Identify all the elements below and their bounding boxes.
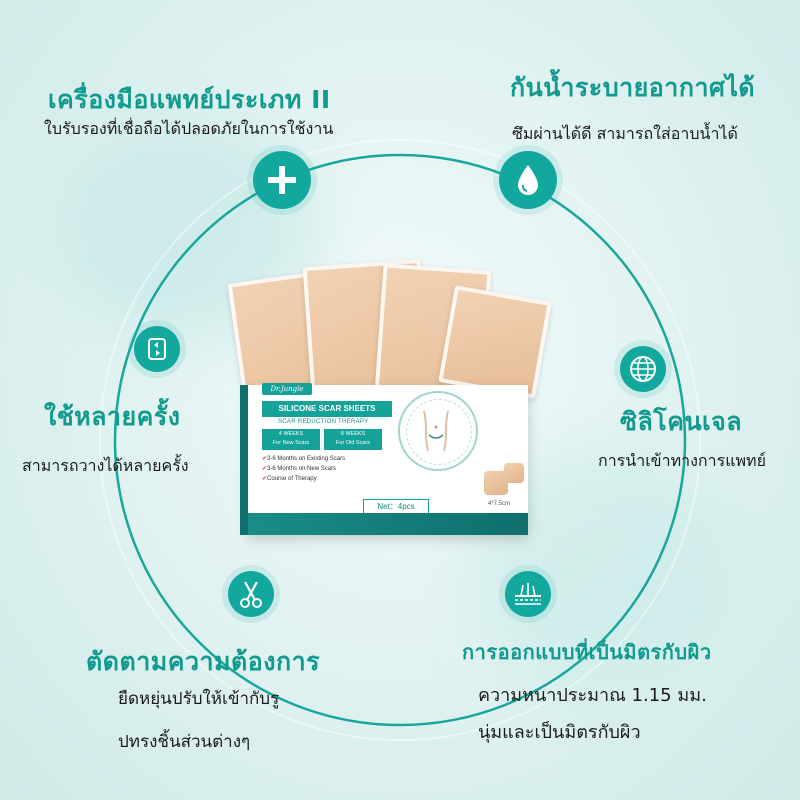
box-side [240,385,248,535]
product-subtitle: SCAR REDUCTION THERAPY [278,419,369,425]
feature-desc-skin-friendly-line1: ความหนาประมาณ 1.15 มม. [478,685,707,706]
feature-title-silicone-gel: ซิลิโคนเจล [620,407,743,436]
feature-desc-skin-friendly-line2: นุ่มและเป็นมิตรกับผิว [478,722,641,743]
week-old-label: 8 WEEKS [340,431,366,437]
reuse-icon [134,326,180,372]
body-silhouette-icon [423,410,449,452]
badge-inner-ring [406,399,472,465]
feature-desc-medical-device: ใบรับรองที่เชื่อถือได้ปลอดภัยในการใช้งาน [44,119,334,138]
scissors-icon [228,571,274,617]
sheet-size: 4*7.5cm [488,501,511,507]
net-count: Net：4pcs [363,499,429,514]
feature-title-reusable: ใช้หลายครั้ง [44,402,181,431]
product-image: Dr.Jungle SILICONE SCAR SHEETS SCAR REDU… [227,245,558,535]
feature-title-medical-device: เครื่องมือแพทย์ประเภท II [48,85,331,114]
body-diagram-badge [398,391,478,471]
feature-desc-cut-to-fit-line1: ยืดหยุ่นปรับให้เข้ากับรู [118,689,280,709]
product-bullet: 3-6 Months on Existing Scars [262,455,345,462]
feature-title-skin-friendly: การออกแบบที่เป็นมิตรกับผิว [462,640,712,664]
product-bullet: Course of Therapy [262,475,317,482]
product-box: Dr.Jungle SILICONE SCAR SHEETS SCAR REDU… [240,383,528,535]
feature-desc-waterproof: ซึมผ่านได้ดี สามารถใส่อาบน้ำได้ [512,124,738,143]
feature-desc-silicone-gel: การนำเข้าทางการแพทย์ [598,451,766,470]
mini-patch [504,463,524,483]
feature-title-waterproof: กันน้ำระบายอากาศได้ [510,73,756,102]
week-new-sub: For New Scars [272,440,310,446]
week-badge-new: 4 WEEKS For New Scars [262,429,320,450]
box-band [248,513,528,535]
water-drop-icon [499,151,557,209]
feature-desc-reusable: สามารถวางได้หลายครั้ง [22,456,189,475]
silicone-sheet [438,285,552,399]
product-bullet: 3-6 Months on New Scars [262,465,336,472]
globe-icon [620,346,666,392]
week-badge-old: 8 WEEKS For Old Scars [324,429,382,450]
feature-title-cut-to-fit: ตัดตามความต้องการ [86,647,321,676]
brand-logo: Dr.Jungle [262,383,312,395]
week-new-label: 4 WEEKS [278,431,304,437]
skin-icon [505,571,551,617]
week-old-sub: For Old Scars [336,440,370,446]
feature-desc-cut-to-fit-line2: ปทรงชิ้นส่วนต่างๆ [118,732,251,752]
product-title: SILICONE SCAR SHEETS [262,401,392,417]
plus-icon [253,151,311,209]
